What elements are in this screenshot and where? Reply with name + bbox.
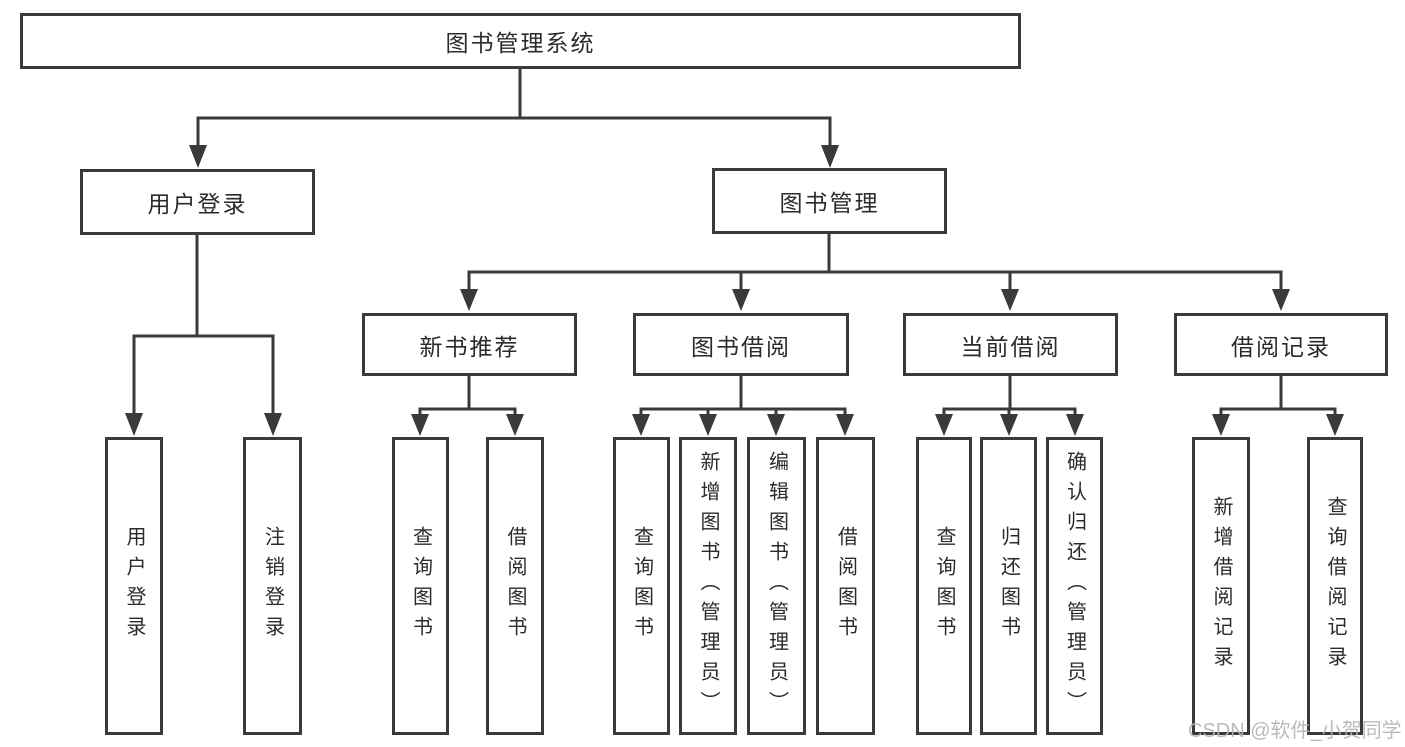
connector-mgmt-split bbox=[460, 233, 1290, 311]
leaf-add-books-admin: 新增图书（管理员） bbox=[679, 437, 737, 735]
node-book-management: 图书管理 bbox=[712, 168, 947, 234]
node-current-borrow: 当前借阅 bbox=[903, 313, 1118, 376]
leaf-borrow-books: 借阅图书 bbox=[816, 437, 875, 735]
leaf-query-borrow-record: 查询借阅记录 bbox=[1307, 437, 1363, 735]
node-library-system: 图书管理系统 bbox=[20, 13, 1021, 69]
leaf-confirm-return-admin: 确认归还（管理员） bbox=[1046, 437, 1103, 735]
connector-records-split bbox=[1212, 376, 1344, 436]
node-new-book-recommend: 新书推荐 bbox=[362, 313, 577, 376]
node-borrow-records: 借阅记录 bbox=[1174, 313, 1388, 376]
leaf-query-books-borrow: 查询图书 bbox=[613, 437, 670, 735]
connector-current-split bbox=[935, 376, 1084, 436]
leaf-add-borrow-record: 新增借阅记录 bbox=[1192, 437, 1250, 735]
csdn-watermark: CSDN @软件_小贺同学 bbox=[1188, 720, 1402, 742]
connector-newbook-split bbox=[411, 376, 524, 436]
node-book-borrow: 图书借阅 bbox=[633, 313, 849, 376]
node-user-login: 用户登录 bbox=[80, 169, 315, 235]
leaf-user-login: 用户登录 bbox=[105, 437, 163, 735]
leaf-logout: 注销登录 bbox=[243, 437, 302, 735]
connector-borrow-split bbox=[632, 376, 854, 436]
connector-root-split bbox=[189, 69, 839, 168]
leaf-borrow-books-recommend: 借阅图书 bbox=[486, 437, 544, 735]
leaf-query-books-current: 查询图书 bbox=[916, 437, 972, 735]
connector-login-split bbox=[125, 235, 282, 436]
leaf-edit-books-admin: 编辑图书（管理员） bbox=[747, 437, 806, 735]
leaf-query-books-recommend: 查询图书 bbox=[392, 437, 449, 735]
leaf-return-books: 归还图书 bbox=[980, 437, 1037, 735]
